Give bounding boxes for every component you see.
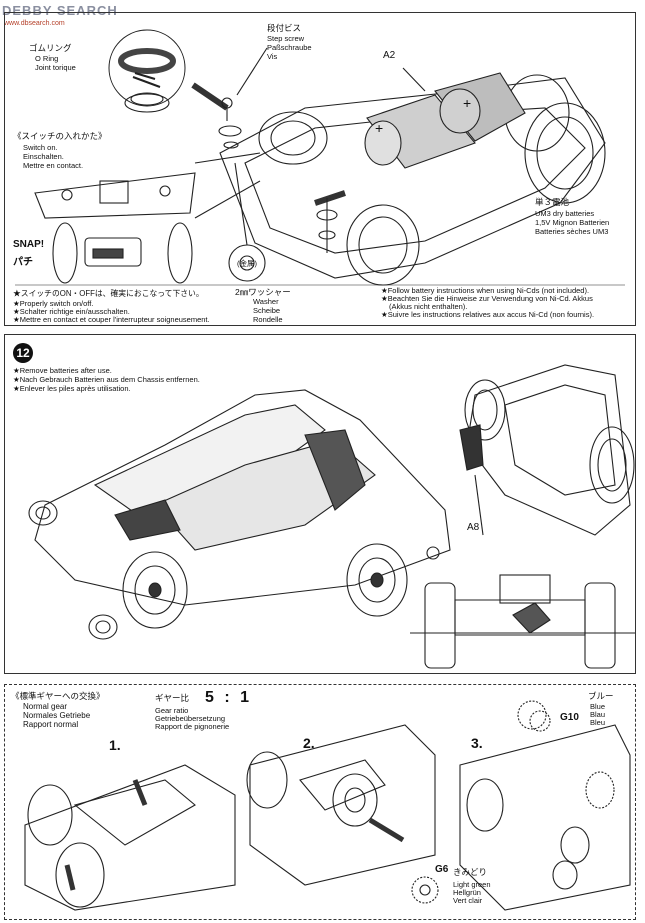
gear-ratio-fr: Rapport de pignonerie xyxy=(155,722,230,731)
g6-color-jp: きみどり xyxy=(453,867,488,877)
remove-batteries-note-fr: ★Enlever les piles après utilisation. xyxy=(13,384,131,393)
oring-label-en: O Ring xyxy=(35,54,59,63)
switch-jp-heading: 《スイッチの入れかた》 xyxy=(13,131,107,141)
battery-note-de: ★Beachten Sie die Hinweise zur Verwendun… xyxy=(381,294,593,303)
remove-batteries-note-de: ★Nach Gebrauch Batterien aus dem Chassis… xyxy=(13,375,200,384)
gear-step-2-label: 2. xyxy=(303,735,315,751)
washer-label-de: Scheibe xyxy=(253,306,281,315)
g10-color-fr: Bleu xyxy=(590,718,606,727)
svg-text:+: + xyxy=(375,120,383,136)
g10-color-jp: ブルー xyxy=(588,691,614,701)
watermark-url: www.dbsearch.com xyxy=(4,20,65,27)
svg-text:+: + xyxy=(463,95,471,111)
gear-ratio-de: Getriebeübersetzung xyxy=(155,714,226,723)
watermark-brand: DEBBY SEARCH xyxy=(2,3,118,18)
switch-label-fr: Mettre en contact. xyxy=(23,161,84,170)
gear-ratio-en: Gear ratio xyxy=(155,706,189,715)
washer-label-fr: Rondelle xyxy=(253,315,283,324)
stepscrew-label-fr: Vis xyxy=(267,52,278,61)
switch-note-de: ★Schalter richtige ein/ausschalten. xyxy=(13,307,130,316)
gear-title-jp: 《標準ギヤーへの交換》 xyxy=(11,691,105,701)
snap-label: SNAP! xyxy=(13,239,45,250)
step12-illustration xyxy=(28,364,635,669)
gear-title-de: Normales Getriebe xyxy=(23,711,91,720)
watermark-logo: DEBBY SEARCH xyxy=(2,2,118,20)
gear-title-en: Normal gear xyxy=(23,702,68,711)
washer-label-en: Washer xyxy=(253,297,279,306)
gear-change-panel: 《標準ギヤーへの交換》 Normal gear Normales Getrieb… xyxy=(4,684,636,920)
washer-jp-label: 2㎜ワッシャー xyxy=(235,287,291,297)
g6-color-de: Hellgrün xyxy=(453,888,481,897)
stepscrew-label-de: Paßschraube xyxy=(267,43,312,52)
gear-step-3-label: 3. xyxy=(471,735,483,751)
step11-panel: + + ゴムリング O Ring Joint torique 段付ビス Step… xyxy=(4,12,636,326)
switch-label-en: Switch on. xyxy=(23,143,58,152)
step12-panel: 12 ★Remove batteries after use. ★Nach Ge… xyxy=(4,334,636,674)
battery-note-en: ★Follow battery instructions when using … xyxy=(381,286,590,295)
step-12-badge: 12 xyxy=(13,343,33,363)
gear-title-fr: Rapport normal xyxy=(23,720,79,729)
snap-jp-label: パチ xyxy=(13,257,33,268)
switch-note-en: ★Properly switch on/off. xyxy=(13,299,94,308)
battery-jp-label: 単３電池 xyxy=(535,197,570,207)
battery-note-de-cont: (Akkus nicht enthalten). xyxy=(389,302,468,311)
battery-label-en: UM3 dry batteries xyxy=(535,209,595,218)
g10-color-de: Blau xyxy=(590,710,606,719)
gear-ratio-value: 5 : 1 xyxy=(205,689,253,706)
battery-label-de: 1,5V Mignon Batterien xyxy=(535,218,610,227)
g6-color-fr: Vert clair xyxy=(453,896,483,905)
part-a2-label: A2 xyxy=(383,50,396,61)
g10-part-code: G10 xyxy=(560,712,579,723)
stepscrew-label-en: Step screw xyxy=(267,34,305,43)
gear-ratio-jp: ギヤー比 xyxy=(155,693,190,703)
remove-batteries-note-en: ★Remove batteries after use. xyxy=(13,366,112,375)
g6-part-code: G6 xyxy=(435,864,449,875)
stepscrew-jp-label: 段付ビス xyxy=(267,23,302,33)
gear-illustration xyxy=(24,700,631,911)
g10-color-en: Blue xyxy=(590,702,606,711)
step11-illustration: + + xyxy=(15,29,625,286)
gear-step-1-label: 1. xyxy=(109,737,121,753)
part-a8-label: A8 xyxy=(467,522,480,533)
washer-metal-mark: (金属) xyxy=(237,259,257,268)
oring-label-fr: Joint torique xyxy=(35,63,76,72)
battery-note-fr: ★Suivre les instructions relatives aux a… xyxy=(381,310,595,319)
switch-note-jp: ★スイッチのON・OFFは、確実におこなって下さい。 xyxy=(13,289,204,298)
switch-label-de: Einschalten. xyxy=(23,152,64,161)
oring-jp-label: ゴムリング xyxy=(29,43,72,53)
switch-note-fr: ★Mettre en contact et couper l'interrupt… xyxy=(13,315,210,324)
g6-color-en: Light green xyxy=(453,880,491,889)
battery-label-fr: Batteries sèches UM3 xyxy=(535,227,609,236)
